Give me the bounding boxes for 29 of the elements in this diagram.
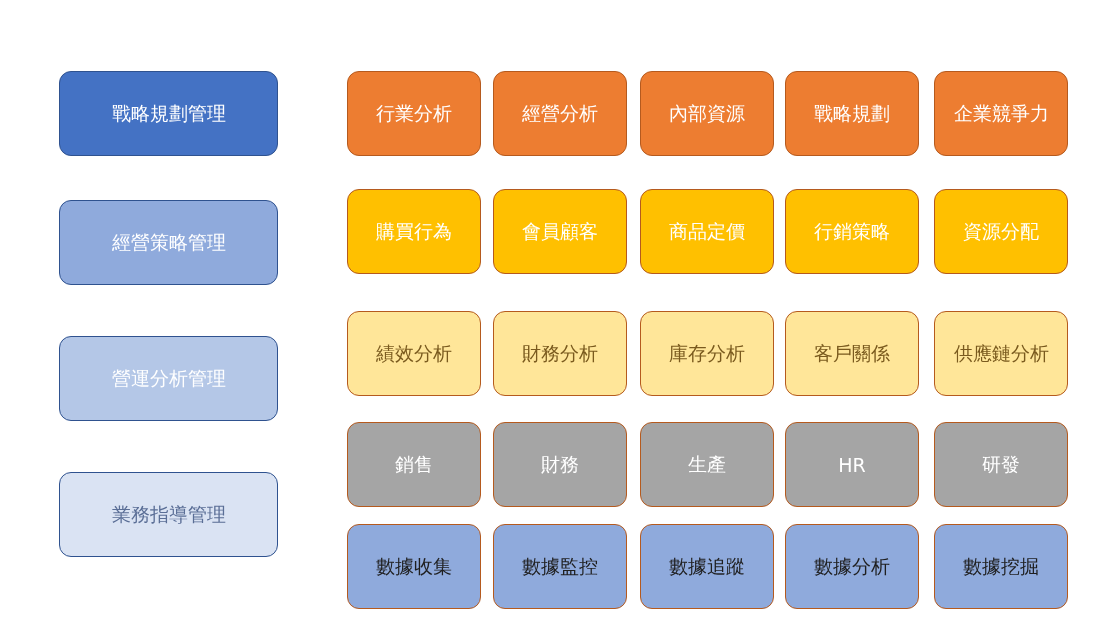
topic-box: 數據挖掘 [934,524,1068,609]
category-box: 戰略規劃管理 [59,71,278,156]
topic-box: 戰略規劃 [785,71,919,156]
topic-box: 購買行為 [347,189,481,274]
topic-box: 供應鏈分析 [934,311,1068,396]
topic-box: 財務 [493,422,627,507]
topic-box: 研發 [934,422,1068,507]
topic-box: 數據收集 [347,524,481,609]
topic-box: 數據監控 [493,524,627,609]
topic-box: 商品定價 [640,189,774,274]
category-box: 經營策略管理 [59,200,278,285]
topic-box: 數據分析 [785,524,919,609]
category-box: 業務指導管理 [59,472,278,557]
topic-box: 行銷策略 [785,189,919,274]
topic-box: 數據追蹤 [640,524,774,609]
topic-box: 財務分析 [493,311,627,396]
topic-box: 生產 [640,422,774,507]
topic-box: 資源分配 [934,189,1068,274]
topic-box: 行業分析 [347,71,481,156]
topic-box: HR [785,422,919,507]
topic-box: 企業競爭力 [934,71,1068,156]
topic-box: 庫存分析 [640,311,774,396]
topic-box: 銷售 [347,422,481,507]
topic-box: 績效分析 [347,311,481,396]
topic-box: 客戶關係 [785,311,919,396]
category-box: 營運分析管理 [59,336,278,421]
topic-box: 會員顧客 [493,189,627,274]
topic-box: 經營分析 [493,71,627,156]
topic-box: 內部資源 [640,71,774,156]
